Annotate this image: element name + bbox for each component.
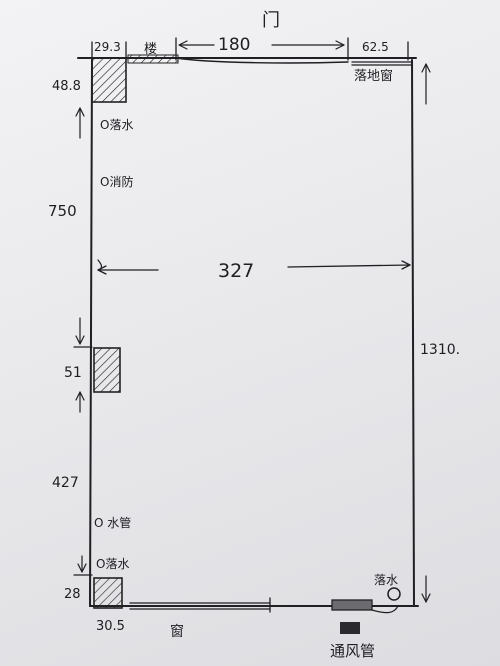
- floor-window-label: 落地窗: [354, 68, 393, 84]
- left-wall: [89, 59, 93, 607]
- dim-left-middle: 51: [64, 365, 82, 381]
- column-top-left: [91, 57, 127, 103]
- right-wall: [411, 59, 415, 607]
- column-middle-left: [93, 347, 121, 393]
- left-dimension-arrows: [73, 107, 93, 576]
- water-pipe-label: O 水管: [94, 515, 131, 530]
- top-dimension-line: [91, 37, 409, 61]
- dim-top-left: 29.3: [94, 40, 121, 54]
- floor-drain-top-label: O落水: [100, 118, 133, 132]
- width-dimension-arrow: [97, 260, 411, 275]
- dim-door-width: 180: [218, 35, 250, 55]
- dim-bottom-left: 30.5: [96, 619, 125, 634]
- vent-pipe-box: [331, 599, 373, 611]
- vent-pipe-curve: [371, 605, 399, 614]
- dim-left-bottom: 28: [64, 587, 81, 602]
- bottom-window: [129, 597, 271, 613]
- fire-sprinkler-label: O消防: [100, 174, 133, 189]
- floor-drain-bottom-label: O落水: [96, 557, 129, 571]
- vent-pipe-label: 通风管: [330, 642, 375, 660]
- floor-window-top: [351, 61, 413, 66]
- column-bottom-left: [93, 577, 123, 609]
- dim-room-height: 1310.: [420, 342, 460, 358]
- drain-circle-bottom-right: [387, 587, 401, 601]
- dim-top-right: 62.5: [362, 40, 389, 54]
- dim-left-lower: 427: [52, 475, 79, 491]
- vent-marker: [340, 622, 360, 634]
- squiggle-mark: [97, 259, 103, 271]
- dim-room-width: 327: [218, 260, 254, 282]
- dim-left-upper: 750: [48, 202, 77, 220]
- top-pipe-label: 楼: [144, 42, 157, 57]
- bottom-window-label: 窗: [170, 623, 184, 640]
- door-label: 门: [262, 10, 280, 31]
- dim-left-top: 48.8: [52, 79, 81, 94]
- height-dimension-arrows: [421, 63, 431, 603]
- door-leaf: [127, 54, 349, 64]
- drain-bottom-right-label: 落水: [374, 573, 398, 587]
